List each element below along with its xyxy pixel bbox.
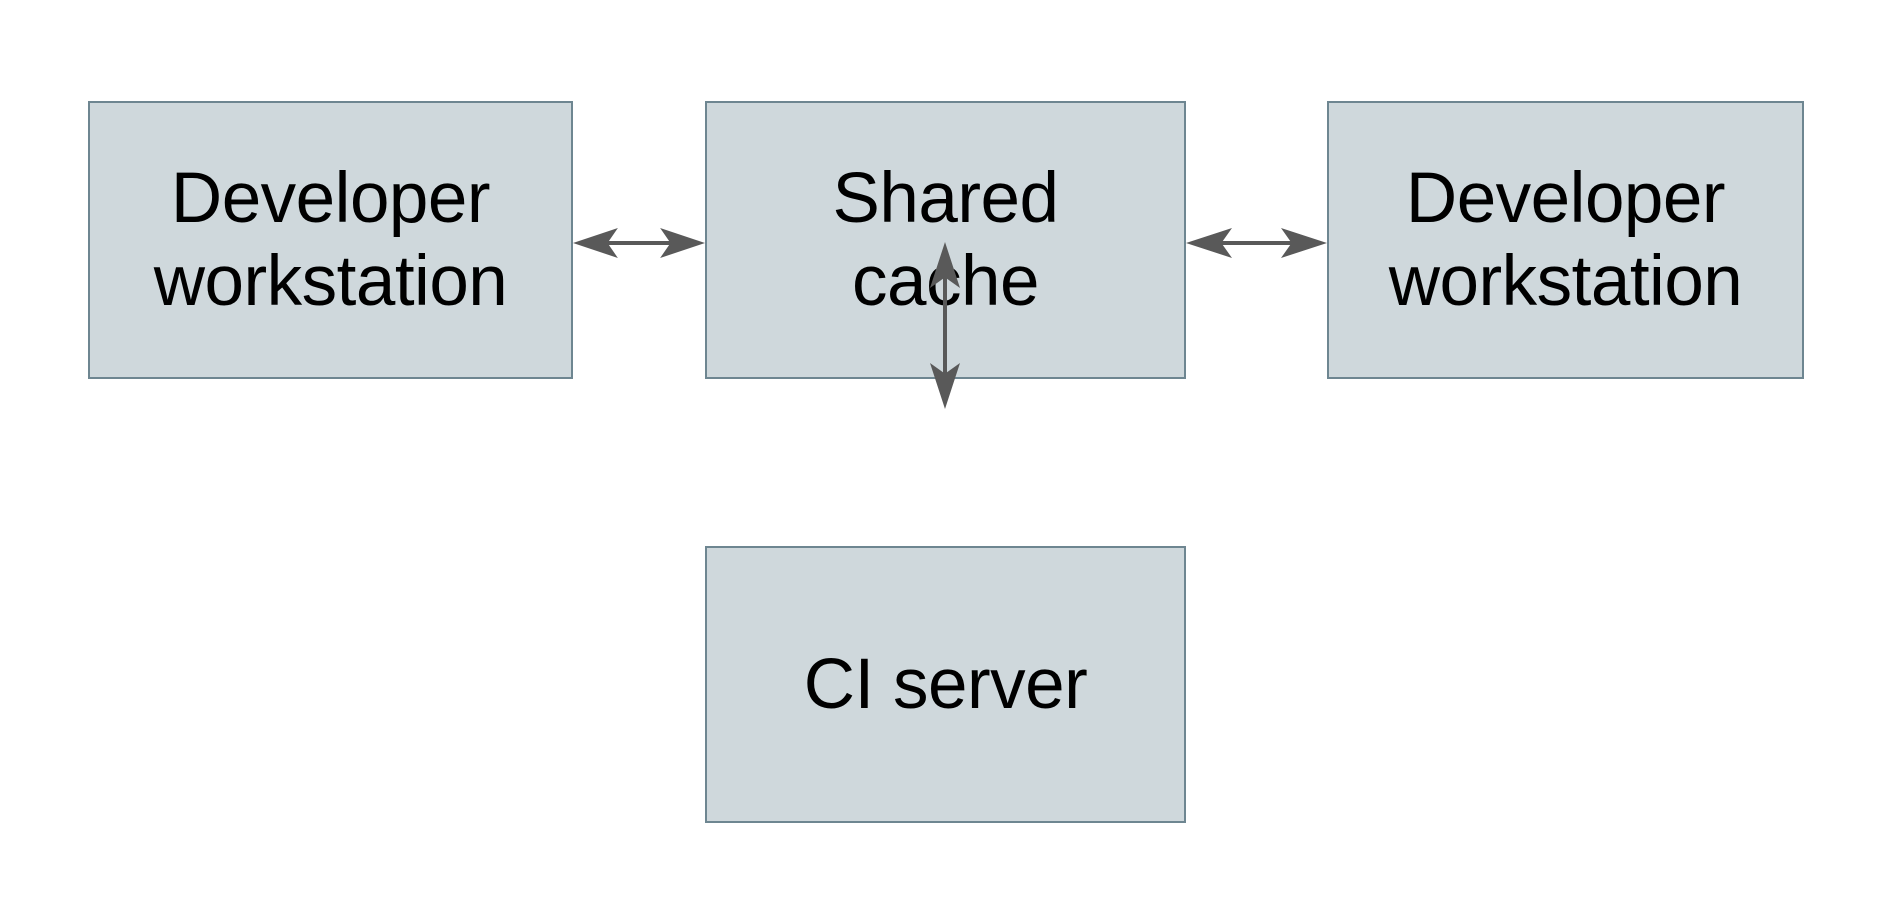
node-ci-server[interactable]: CI server [705, 546, 1186, 823]
node-label: Developer workstation [153, 158, 508, 321]
node-dev-workstation-left[interactable]: Developer workstation [88, 101, 573, 379]
node-label: CI server [803, 644, 1088, 724]
node-label: Developer workstation [1388, 158, 1743, 321]
node-shared-cache[interactable]: Shared cache [705, 101, 1186, 379]
node-label: Shared cache [832, 158, 1059, 321]
node-dev-workstation-right[interactable]: Developer workstation [1327, 101, 1804, 379]
connector-shared-cache-to-dev-workstation-right [1186, 228, 1327, 258]
connector-shared-cache-to-ci-server [930, 242, 960, 546]
connector-dev-workstation-left-to-shared-cache [573, 228, 705, 258]
